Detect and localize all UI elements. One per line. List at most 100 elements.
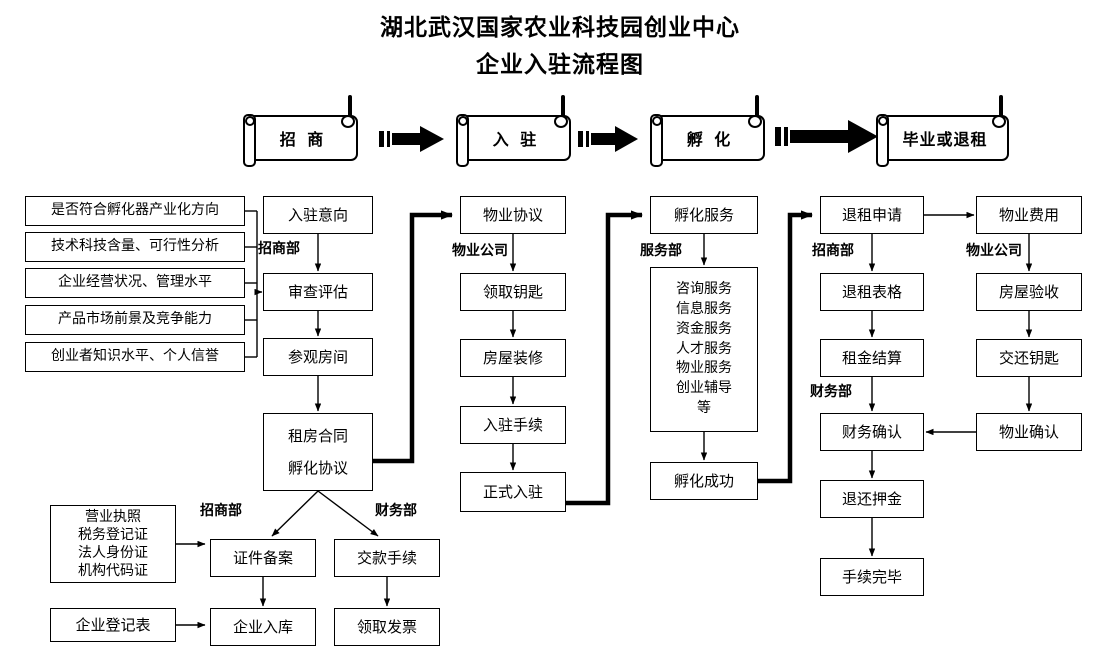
node-registration-form: 企业登记表: [50, 608, 176, 642]
node-label: 孵化成功: [673, 471, 734, 490]
node-label: 入驻意向: [287, 205, 348, 224]
criteria-box-1: 是否符合孵化器产业化方向: [25, 196, 245, 226]
node-house-inspection: 房屋验收: [976, 273, 1082, 311]
scroll-roll: [456, 114, 469, 167]
node-documents-list: 营业执照 税务登记证 法人身份证 机构代码证: [50, 505, 176, 583]
scroll-knob-right: [748, 115, 762, 128]
node-label: 物业协议: [482, 205, 543, 224]
dept-label-service-col4: 服务部: [640, 243, 682, 259]
node-document-filing: 证件备案: [210, 539, 316, 577]
phase-label: 孵 化: [686, 130, 734, 149]
node-label: 审查评估: [287, 282, 348, 301]
phase-banner-incubate: 孵 化: [650, 95, 765, 167]
node-label: 领取发票: [356, 617, 417, 636]
node-deposit-refund: 退还押金: [820, 480, 924, 518]
node-review-assess: 审查评估: [263, 273, 373, 311]
service-item: 咨询服务: [676, 280, 732, 297]
page-title-line1: 湖北武汉国家农业科技园创业中心: [380, 14, 740, 41]
scroll-knob-left: [245, 116, 255, 126]
elbow-contract-to-property: [373, 210, 453, 464]
node-label: 退租表格: [841, 282, 902, 301]
node-label: 孵化服务: [673, 205, 734, 224]
node-label: 物业确认: [998, 422, 1059, 441]
scroll-roll: [243, 114, 256, 167]
node-enterprise-archive: 企业入库: [210, 608, 316, 646]
arrow-contract-to-filing: [271, 490, 319, 537]
scroll-stick: [561, 95, 565, 121]
node-label: 退租申请: [841, 205, 902, 224]
node-label: 正式入驻: [482, 482, 543, 501]
node-settle-intent: 入驻意向: [263, 196, 373, 234]
node-property-agreement: 物业协议: [460, 196, 566, 234]
phase-label: 毕业或退租: [902, 130, 988, 149]
elbow-formal-to-incubation: [566, 210, 643, 506]
criteria-label: 是否符合孵化器产业化方向: [51, 202, 219, 219]
node-visit-room: 参观房间: [263, 338, 373, 376]
criteria-box-4: 产品市场前景及竞争能力: [25, 305, 245, 335]
service-item: 创业辅导: [676, 380, 732, 397]
node-label: 参观房间: [287, 347, 348, 366]
criteria-bracket: [245, 210, 258, 358]
document-item: 机构代码证: [78, 563, 148, 580]
scroll-stick: [348, 95, 352, 121]
scroll-roll: [650, 114, 663, 167]
service-item: 物业服务: [676, 360, 732, 377]
node-label: 交款手续: [356, 548, 417, 567]
node-settle-procedure: 入驻手续: [460, 406, 566, 444]
phase-label: 招 商: [279, 130, 327, 149]
node-label: 证件备案: [232, 548, 293, 567]
criteria-box-3: 企业经营状况、管理水平: [25, 268, 245, 298]
page-title-line2: 企业入驻流程图: [476, 51, 644, 78]
node-property-fee: 物业费用: [976, 196, 1082, 234]
node-label: 房屋装修: [482, 348, 543, 367]
node-procedure-complete: 手续完毕: [820, 558, 924, 596]
node-formal-settle: 正式入驻: [460, 472, 566, 512]
scroll-stick: [755, 95, 759, 121]
node-label: 企业登记表: [75, 615, 151, 634]
node-label: 租金结算: [841, 348, 902, 367]
node-property-confirm: 物业确认: [976, 413, 1082, 451]
block-arrow-2: [578, 126, 638, 152]
node-label-line2: 孵化协议: [287, 458, 348, 477]
node-lease-contract: 租房合同 孵化协议: [263, 413, 373, 491]
node-label: 领取钥匙: [482, 282, 543, 301]
node-finance-confirm: 财务确认: [820, 413, 924, 451]
node-incubation-success: 孵化成功: [650, 462, 758, 500]
service-item: 等: [697, 400, 711, 417]
node-label-line1: 租房合同: [287, 426, 348, 445]
criteria-label: 技术科技含量、可行性分析: [51, 238, 219, 255]
node-label: 退还押金: [841, 489, 902, 508]
scroll-knob-left: [652, 116, 662, 126]
dept-label-invest-bottom: 招商部: [200, 503, 242, 519]
service-item: 信息服务: [676, 300, 732, 317]
phase-banner-graduate: 毕业或退租: [876, 95, 1009, 167]
criteria-label: 企业经营状况、管理水平: [58, 274, 212, 291]
service-item: 资金服务: [676, 320, 732, 337]
node-label: 企业入库: [232, 617, 293, 636]
scroll-knob-left: [458, 116, 468, 126]
arrow-contract-to-payment: [317, 490, 379, 537]
node-label: 入驻手续: [482, 415, 543, 434]
dept-label-finance-col5: 财务部: [810, 384, 852, 400]
phase-banner-settle: 入 驻: [456, 95, 571, 167]
node-label: 手续完毕: [841, 567, 902, 586]
node-label: 财务确认: [841, 422, 902, 441]
phase-banner-recruit: 招 商: [243, 95, 358, 167]
node-service-list: 咨询服务 信息服务 资金服务 人才服务 物业服务 创业辅导 等: [650, 267, 758, 432]
scroll-knob-right: [554, 115, 568, 128]
node-label: 交还钥匙: [998, 348, 1059, 367]
document-item: 营业执照: [85, 508, 141, 525]
document-item: 法人身份证: [78, 545, 148, 561]
node-label: 物业费用: [998, 205, 1059, 224]
document-item: 税务登记证: [78, 526, 148, 543]
scroll-stick: [999, 95, 1003, 121]
node-exit-application: 退租申请: [820, 196, 924, 234]
node-renovation: 房屋装修: [460, 339, 566, 377]
block-arrow-1: [379, 126, 444, 152]
scroll-knob-right: [992, 115, 1006, 128]
node-label: 房屋验收: [998, 282, 1059, 301]
scroll-knob-right: [341, 115, 355, 128]
dept-label-invest-col2: 招商部: [258, 241, 300, 257]
node-incubation-service: 孵化服务: [650, 196, 758, 234]
